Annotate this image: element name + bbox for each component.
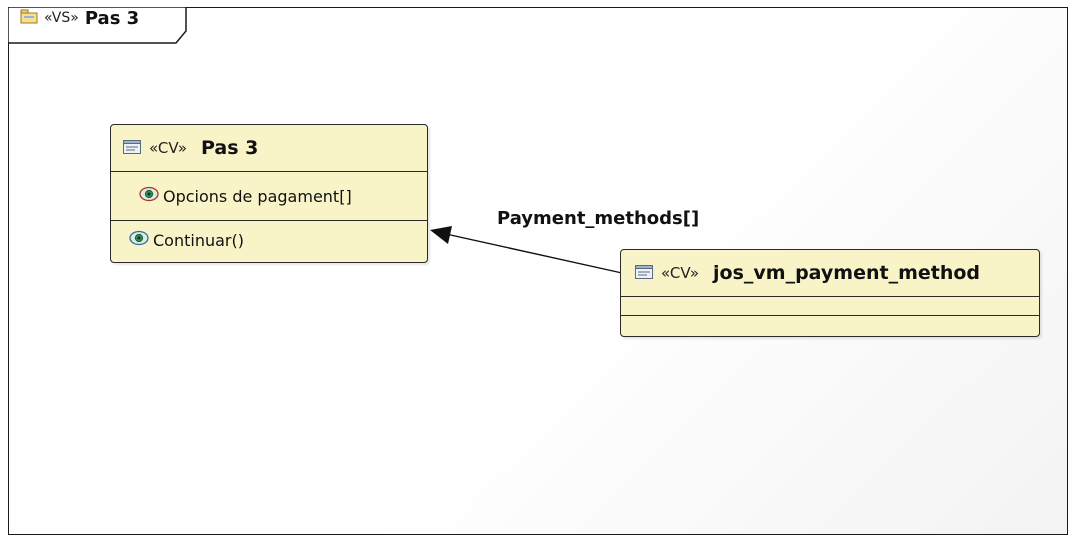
- operation-label[interactable]: Continuar(): [153, 230, 244, 250]
- package-folder-icon: [20, 8, 38, 28]
- class-header: «CV» Pas 3: [111, 125, 427, 172]
- attributes-compartment: [621, 297, 1039, 316]
- operations-compartment: Continuar(): [111, 221, 427, 259]
- class-name: jos_vm_payment_method: [713, 262, 981, 284]
- class-pas-3[interactable]: «CV» Pas 3 Opcions de pagament[] Continu…: [110, 124, 428, 263]
- frame-name: Pas 3: [84, 7, 140, 29]
- eye-member-icon: [129, 230, 149, 250]
- attributes-compartment: Opcions de pagament[]: [111, 172, 427, 221]
- association-label[interactable]: Payment_methods[]: [497, 208, 700, 229]
- class-header: «CV» jos_vm_payment_method: [621, 250, 1039, 297]
- class-name: Pas 3: [201, 137, 259, 159]
- class-stereotype: «CV»: [661, 264, 700, 282]
- class-stereotype: «CV»: [149, 139, 188, 157]
- class-window-icon: [123, 139, 141, 158]
- frame-title[interactable]: «VS» Pas 3: [20, 7, 139, 29]
- attribute-label[interactable]: Opcions de pagament[]: [163, 186, 352, 206]
- frame-stereotype: «VS»: [44, 10, 79, 26]
- class-window-icon: [635, 264, 653, 283]
- operations-compartment: [621, 316, 1039, 335]
- class-jos-vm-payment-method[interactable]: «CV» jos_vm_payment_method: [620, 249, 1040, 337]
- eye-member-icon: [139, 186, 159, 206]
